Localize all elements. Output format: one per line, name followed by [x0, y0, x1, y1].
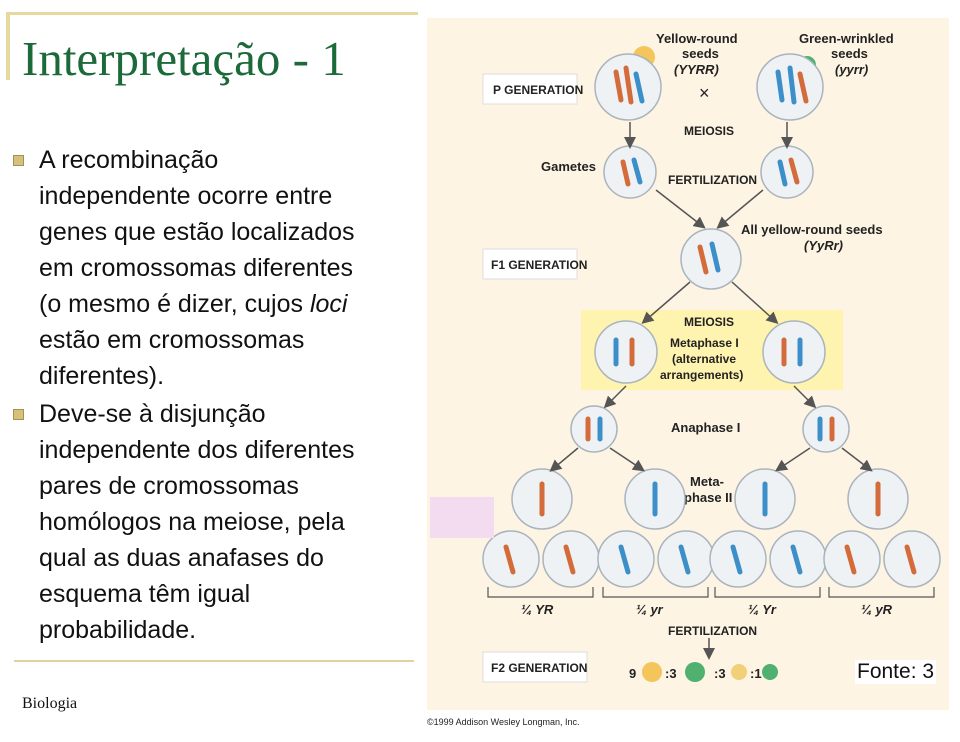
f1-cell: [680, 228, 742, 290]
metaphase2-label-2: phase II: [684, 490, 732, 505]
bullet-1-line-4: em cromossomas diferentes: [39, 254, 354, 282]
slide-title: Interpretação - 1: [22, 31, 346, 86]
metaphase2-label: Meta-: [690, 474, 724, 489]
bullet-1-line-5: (o mesmo é dizer, cujos loci: [39, 290, 348, 318]
yellow-round-genotype: (YYRR): [674, 62, 719, 77]
f2-green-round-seed-icon: [685, 662, 705, 682]
green-wrinkled-genotype: (yyrr): [835, 62, 868, 77]
metaphase1-cell-b: [762, 320, 826, 384]
ratio-3b: :3: [714, 666, 726, 681]
fraction-yr: ¼ yr: [636, 602, 664, 617]
bullet-2-line-3: pares de cromossomas: [39, 472, 299, 500]
bullet-list: A recombinação independente ocorre entre…: [13, 142, 434, 650]
highlight-box: [430, 497, 494, 538]
bullet-1-line-2: independente ocorre entre: [39, 182, 333, 210]
bullet-2-line-6: esquema têm igual: [39, 580, 251, 608]
left-border: [6, 12, 10, 80]
f2-yellow-round-seed-icon: [642, 662, 662, 682]
green-wrinkled-label-2: seeds: [831, 46, 868, 61]
bullet-1: A recombinação independente ocorre entre…: [13, 142, 434, 394]
gamete-cell-YR: [603, 145, 657, 199]
fraction-YR: ¼ YR: [521, 602, 554, 617]
bullet-2-line-2: independente dos diferentes: [39, 436, 355, 464]
bullet-1-line-3: genes que estão localizados: [39, 218, 355, 246]
ratio-1: :1: [750, 666, 762, 681]
fertilization-label: FERTILIZATION: [668, 173, 757, 187]
anaphase1-cell-a: [570, 405, 618, 453]
ratio-3a: :3: [665, 666, 677, 681]
fraction-yR: ¼ yR: [861, 602, 893, 617]
source-label: Fonte: 3: [855, 660, 937, 684]
footer-label: Biologia: [22, 695, 78, 712]
bullet-2-line-7: probabilidade.: [39, 616, 197, 644]
cross-symbol: ×: [699, 83, 710, 103]
p-generation-label: P GENERATION: [493, 83, 583, 97]
f1-generation-label: F1 GENERATION: [491, 258, 587, 272]
metaphase1-label-2: (alternative: [672, 352, 736, 366]
metaphase1-label-3: arrangements): [660, 368, 743, 382]
anaphase1-cell-b: [802, 405, 850, 453]
gametes-label: Gametes: [541, 159, 596, 174]
fertilization-label-2: FERTILIZATION: [668, 624, 757, 638]
bullet-1-line-1: A recombinação: [39, 146, 219, 174]
metaphase1-label: Metaphase I: [670, 336, 739, 350]
f2-generation-label: F2 GENERATION: [491, 661, 587, 675]
bullet-1-line-6: estão em cromossomas: [39, 326, 305, 354]
yellow-round-label-2: seeds: [682, 46, 719, 61]
f2-yellow-wrinkled-seed-icon: [731, 664, 747, 680]
bullet-2: Deve-se à disjunção independente dos dif…: [13, 396, 434, 648]
bullet-marker-icon: [13, 409, 24, 420]
ratio-9: 9: [629, 666, 636, 681]
copyright-text: ©1999 Addison Wesley Longman, Inc.: [427, 717, 580, 727]
anaphase1-label: Anaphase I: [671, 420, 740, 435]
meiosis-diagram: P GENERATION Yellow-round seeds (YYRR) G…: [418, 2, 960, 737]
metaphase1-cell-a: [594, 320, 658, 384]
gamete-cell-yr: [760, 145, 814, 199]
meiosis-label: MEIOSIS: [684, 124, 734, 138]
bullet-2-line-1: Deve-se à disjunção: [39, 400, 266, 428]
fraction-Yr: ¼ Yr: [748, 602, 777, 617]
meiosis-label-2: MEIOSIS: [684, 315, 734, 329]
bullet-2-line-4: homólogos na meiose, pela: [39, 508, 345, 536]
yellow-round-label: Yellow-round: [656, 31, 738, 46]
f2-green-wrinkled-seed-icon: [762, 664, 778, 680]
bullet-1-line-7: diferentes).: [39, 362, 165, 390]
meiosis-diagram-svg: P GENERATION Yellow-round seeds (YYRR) G…: [427, 18, 949, 727]
all-yellow-genotype: (YyRr): [804, 238, 843, 253]
bullet-marker-icon: [13, 155, 24, 166]
all-yellow-label: All yellow-round seeds: [741, 222, 883, 237]
bullet-2-line-5: qual as duas anafases do: [39, 544, 324, 572]
footer-divider: [14, 660, 414, 662]
green-wrinkled-label: Green-wrinkled: [799, 31, 894, 46]
